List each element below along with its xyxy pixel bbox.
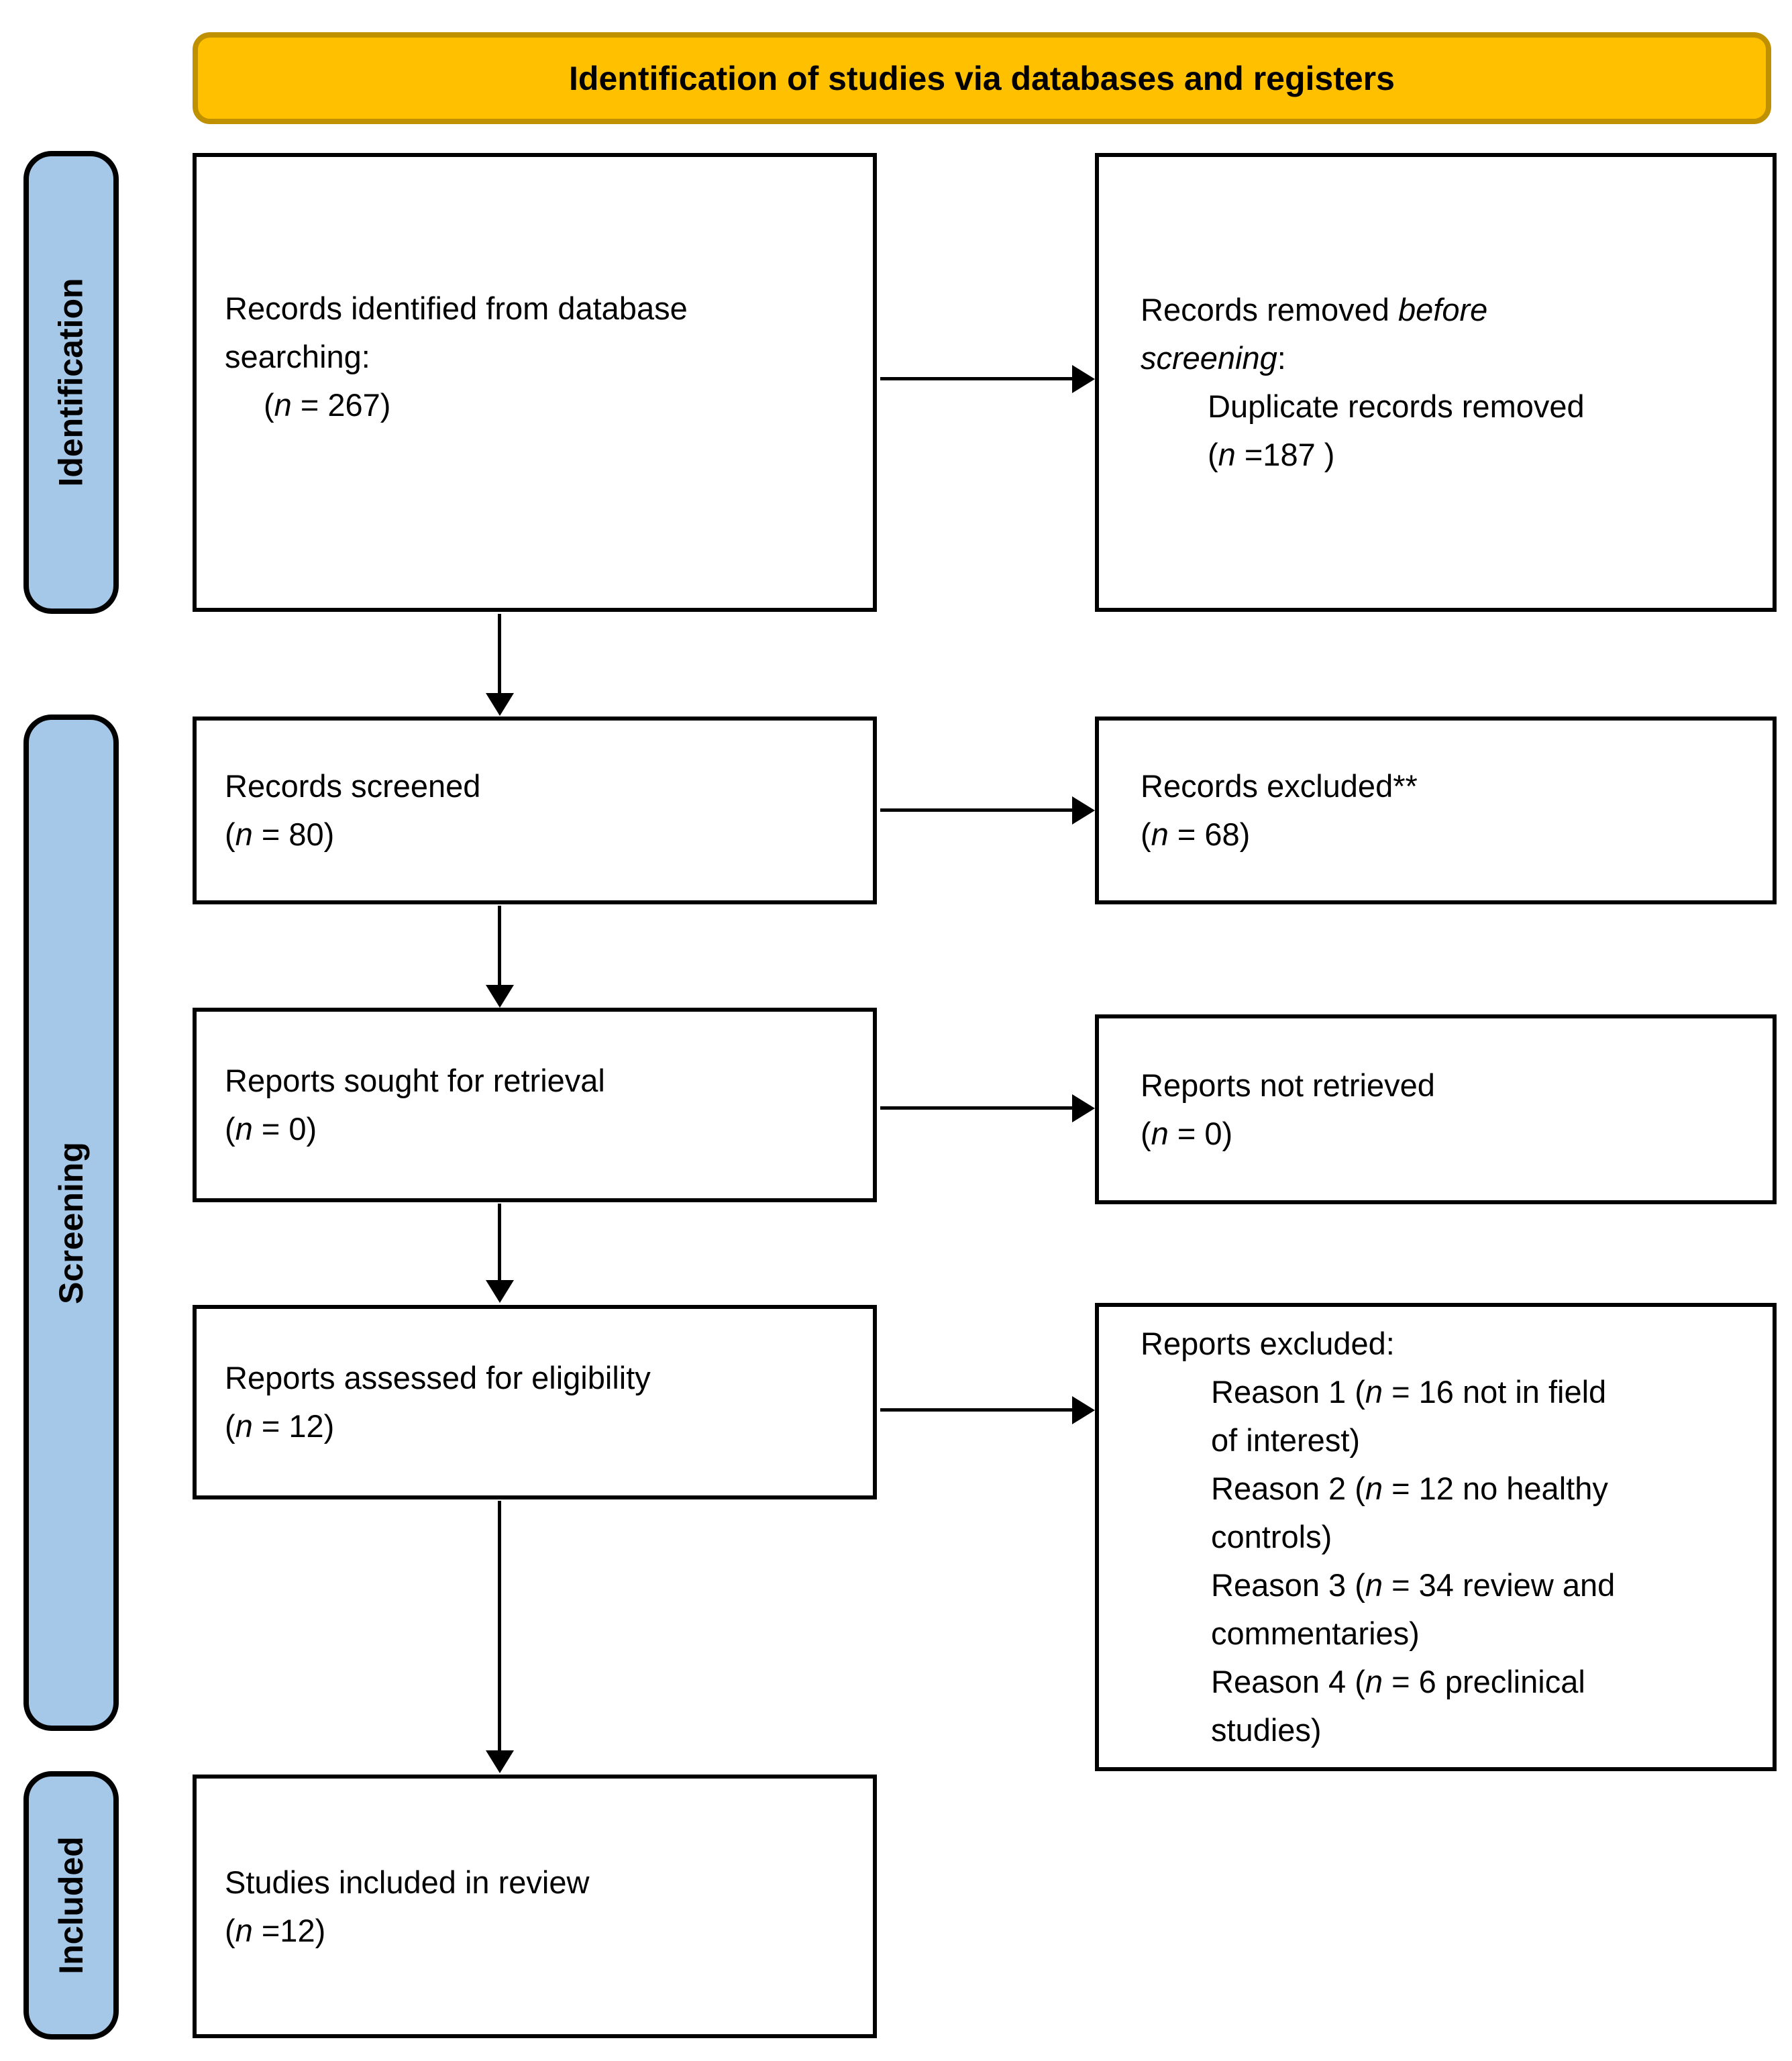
arrow-sought-to-assessed	[485, 1204, 514, 1303]
arrow-assessed-to-reasons	[880, 1395, 1095, 1424]
arrow-screened-to-excluded	[880, 796, 1095, 825]
reason-line: Reason 4 (n = 6 preclinical studies)	[1211, 1658, 1755, 1754]
box-title-line: Reports assessed for eligibility	[225, 1360, 651, 1395]
title-italic: screening	[1141, 340, 1277, 376]
count-n: n	[1365, 1471, 1383, 1506]
count-line: (n = 12)	[225, 1402, 857, 1450]
arrow-identified-to-removed	[880, 364, 1095, 393]
reason-text: = 6 preclinical studies)	[1211, 1664, 1585, 1748]
count-n: n	[235, 1912, 253, 1948]
box-reports-assessed: Reports assessed for eligibility (n = 12…	[193, 1305, 877, 1499]
reason-text: Reason 4 (	[1211, 1664, 1365, 1699]
stage-bar-screening: Screening	[23, 715, 119, 1731]
arrow-screened-to-sought	[485, 906, 514, 1008]
box-title-line: Records excluded**	[1141, 768, 1418, 804]
box-records-identified-content: Records identified from database searchi…	[225, 284, 857, 429]
count-value: = 0)	[252, 1111, 317, 1147]
reason-text: = 12 no healthy controls)	[1211, 1471, 1608, 1554]
count-n: n	[274, 387, 292, 423]
count-n: n	[1151, 1115, 1169, 1151]
box-reports-not-retrieved: Reports not retrieved (n = 0)	[1095, 1014, 1777, 1204]
count-value: = 12)	[252, 1408, 335, 1444]
title-text: :	[1277, 340, 1286, 376]
box-studies-included: Studies included in review (n =12)	[193, 1775, 877, 2038]
sub-line: Duplicate records removed	[1208, 388, 1585, 424]
count-line: (n =187 )	[1208, 431, 1755, 479]
arrow-assessed-to-included	[485, 1501, 514, 1773]
count-line: (n =12)	[225, 1907, 857, 1955]
count-n: n	[235, 1408, 253, 1444]
title-text: Records removed	[1141, 292, 1398, 327]
count-line: (n = 267)	[264, 381, 857, 429]
count-value: = 80)	[252, 816, 335, 852]
count-n: n	[1365, 1374, 1383, 1410]
stage-bar-identification: Identification	[23, 151, 119, 614]
count-n: n	[235, 816, 253, 852]
reason-line: Reason 2 (n = 12 no healthy controls)	[1211, 1465, 1755, 1561]
count-open: (	[225, 1111, 235, 1147]
box-title-line: Reports excluded:	[1141, 1326, 1395, 1361]
box-title-line: Records removed before	[1141, 286, 1755, 334]
box-title-line: Records screened	[225, 768, 481, 804]
count-n: n	[1218, 437, 1236, 472]
count-open: (	[225, 1408, 235, 1444]
count-n: n	[1151, 816, 1169, 852]
count-value: =12)	[252, 1912, 326, 1948]
arrow-identified-to-screened	[485, 614, 514, 716]
title-italic: before	[1398, 292, 1488, 327]
box-title-line: screening:	[1141, 334, 1755, 382]
box-reports-sought: Reports sought for retrieval (n = 0)	[193, 1008, 877, 1202]
box-reports-excluded-reasons: Reports excluded: Reason 1 (n = 16 not i…	[1095, 1303, 1777, 1771]
count-value: = 68)	[1168, 816, 1251, 852]
count-n: n	[1365, 1664, 1383, 1699]
count-open: (	[1141, 1115, 1151, 1151]
count-n: n	[1365, 1567, 1383, 1603]
box-records-screened: Records screened (n = 80)	[193, 717, 877, 904]
count-value: =187 )	[1235, 437, 1335, 472]
box-records-removed: Records removed before screening: Duplic…	[1095, 153, 1777, 612]
stage-label-included: Included	[52, 1836, 91, 1974]
reason-line: Reason 3 (n = 34 review and commentaries…	[1211, 1561, 1755, 1658]
box-title-line: Records identified from database	[225, 290, 688, 326]
box-title-line: Reports not retrieved	[1141, 1067, 1435, 1103]
count-line: (n = 0)	[225, 1105, 857, 1153]
count-open: (	[1141, 816, 1151, 852]
box-title-line: Reports sought for retrieval	[225, 1063, 605, 1098]
reason-text: = 34 review and commentaries)	[1211, 1567, 1616, 1651]
box-title-line: searching:	[225, 339, 370, 374]
count-open: (	[264, 387, 274, 423]
stage-bar-included: Included	[23, 1771, 119, 2040]
count-open: (	[225, 816, 235, 852]
count-line: (n = 0)	[1141, 1110, 1755, 1158]
box-title-line: Studies included in review	[225, 1864, 590, 1900]
count-value: = 267)	[291, 387, 391, 423]
box-records-excluded: Records excluded** (n = 68)	[1095, 717, 1777, 904]
reason-text: = 16 not in field of interest)	[1211, 1374, 1607, 1458]
banner-title: Identification of studies via databases …	[569, 59, 1395, 97]
count-open: (	[1208, 437, 1218, 472]
banner: Identification of studies via databases …	[193, 32, 1771, 124]
reason-text: Reason 1 (	[1211, 1374, 1365, 1410]
stage-label-screening: Screening	[52, 1141, 90, 1304]
stage-label-identification: Identification	[52, 278, 91, 487]
count-value: = 0)	[1168, 1115, 1233, 1151]
reason-line: Reason 1 (n = 16 not in field of interes…	[1211, 1368, 1755, 1465]
arrow-sought-to-not-retrieved	[880, 1094, 1095, 1122]
count-n: n	[235, 1111, 253, 1147]
count-open: (	[225, 1912, 235, 1948]
reason-text: Reason 3 (	[1211, 1567, 1365, 1603]
box-records-identified: Records identified from database searchi…	[193, 153, 877, 612]
reason-text: Reason 2 (	[1211, 1471, 1365, 1506]
count-line: (n = 80)	[225, 810, 857, 859]
count-line: (n = 68)	[1141, 810, 1755, 859]
